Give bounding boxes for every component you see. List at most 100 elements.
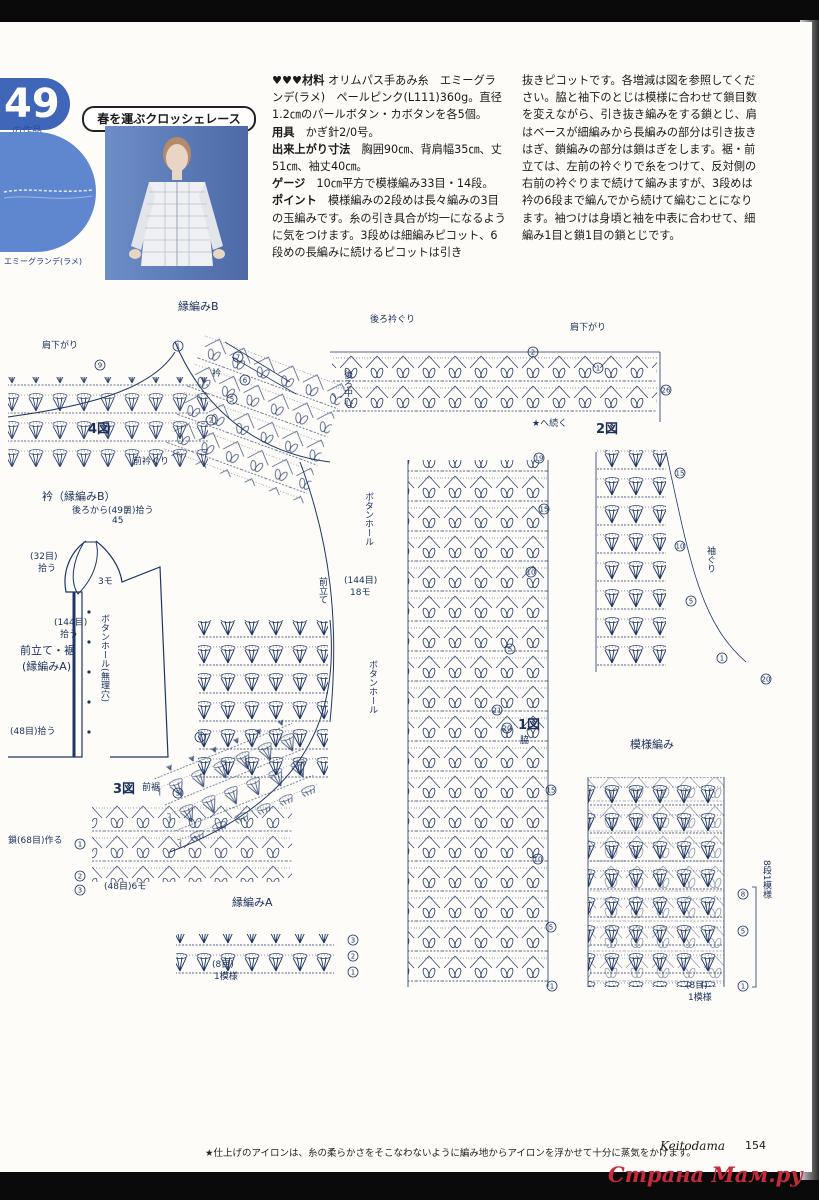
svg-text:19: 19 (535, 455, 544, 463)
tools-text: かぎ針2/0号。 (305, 125, 380, 139)
label-continue-star: ★へ続く (532, 419, 568, 429)
label-pattern-8sts: (8目) (686, 981, 708, 991)
label-armhole: 袖ぐり (705, 546, 715, 573)
label-front-band: 前立て (317, 577, 327, 604)
row-markers (74, 340, 772, 992)
label-schematic-144: (144目) (54, 618, 88, 628)
svg-text:5: 5 (549, 924, 553, 932)
svg-text:15: 15 (676, 470, 685, 478)
label-pattern-stitch: 模様編み (630, 738, 674, 751)
project-number: 49 (0, 78, 70, 130)
materials-text: オリムパス手あみ糸 エミーグランデ(ラメ) ペールピンク(L111)360g。直… (272, 74, 502, 122)
svg-text:21: 21 (493, 707, 502, 715)
svg-text:1: 1 (596, 365, 600, 373)
label-back-neckline: 後ろ衿ぐり (370, 315, 416, 325)
label-count-18: 18モ (350, 588, 371, 598)
label-gauge: ゲージ (272, 177, 306, 191)
label-front-neckline: 前衿ぐり (133, 457, 170, 467)
svg-text:10: 10 (527, 569, 536, 577)
page-number: 154 (745, 1139, 766, 1152)
svg-text:2: 2 (351, 953, 355, 961)
label-schematic-back: 後ろから(49目)拾う (72, 506, 154, 516)
size-text: 胸囲90㎝、背肩幅35㎝、丈51㎝、袖丈40㎝。 (272, 142, 502, 174)
watermark: Страна Мам.ру (608, 1162, 803, 1187)
label-schematic-edging-a: (縁編みA) (22, 660, 72, 673)
yarn-stitch-icon (3, 189, 93, 199)
svg-text:10: 10 (676, 543, 685, 551)
magazine-brand: Keitodama (660, 1139, 725, 1153)
label-edging-a-1repeat: 1模様 (214, 972, 238, 982)
label-fig3: 3図 (113, 782, 136, 797)
svg-text:3: 3 (351, 937, 355, 945)
svg-text:1: 1 (78, 841, 82, 849)
label-edging-b: 縁編みB (178, 300, 219, 313)
model-photo (105, 126, 248, 280)
garment-schematic (8, 540, 169, 758)
label-schematic-32: (32目) (30, 552, 58, 562)
label-buttonhole-1: ボタンホール (363, 492, 373, 546)
label-schematic-pickup-1: 拾う (38, 564, 57, 574)
svg-text:3: 3 (78, 887, 82, 895)
label-point: ポイント (272, 194, 317, 208)
label-side: 脇 (520, 736, 530, 746)
label-edging-a: 縁編みA (232, 896, 273, 909)
label-48-6mo: (48目)6モ (104, 882, 147, 892)
label-schematic-front: 前立て・裾 (20, 644, 75, 657)
label-schematic-title: 衿（縁編みB） (42, 490, 116, 503)
label-pattern-1repeat: 1模様 (688, 993, 712, 1003)
svg-text:2: 2 (531, 349, 535, 357)
label-shoulder-slope-left: 肩下がり (42, 341, 79, 351)
label-count-144: (144目) (344, 576, 378, 586)
label-collar: 衿 (212, 369, 222, 379)
point-text: 模様編みの2段めは長々編みの3目の玉編みです。糸の引き具合が均一になるように気を… (272, 194, 506, 260)
label-tools: 用具 (272, 125, 295, 139)
label-schematic-3mo: 3モ (98, 577, 113, 587)
label-schematic-48: (48目)拾う (10, 727, 56, 737)
svg-text:6: 6 (243, 377, 248, 385)
magazine-page: 49 の作品 エミーグランデ(ラメ) 春を運ぶクロッシェレース (0, 22, 812, 1172)
svg-text:26: 26 (662, 387, 671, 395)
label-schematic-45: 45 (112, 516, 124, 526)
svg-text:8: 8 (741, 891, 745, 899)
label-back-center: 後ろ中心 (342, 370, 352, 406)
label-8rows-1repeat: 8段1模様 (761, 860, 771, 899)
project-number-suffix: の作品 (12, 122, 42, 137)
svg-text:5: 5 (230, 396, 234, 404)
svg-text:9: 9 (98, 362, 102, 370)
label-shoulder-slope-right: 肩下がり (570, 323, 607, 333)
label-buttonhole-2: ボタンホール (367, 660, 377, 714)
label-fig1: 1図 (518, 718, 541, 733)
label-schematic-buttonhole: ボタンホール(無理穴) (99, 614, 109, 703)
footer-note: ★仕上げのアイロンは、糸の柔らかさをそこなわないように編み地からアイロンを浮かせ… (205, 1148, 696, 1159)
label-schematic-7: 7 (124, 507, 130, 517)
svg-text:5: 5 (508, 646, 512, 654)
gauge-text: 10㎝平方で模様編み33目・14段。 (316, 177, 494, 191)
yarn-label: エミーグランデ(ラメ) (4, 257, 83, 266)
yarn-swatch (0, 132, 96, 252)
point-text-cont: 抜きピコットです。各増減は図を参照してください。脇と袖下のとじは模様に合わせて鎖… (522, 74, 757, 242)
model-illustration (105, 126, 248, 280)
label-schematic-pickup-2: 拾う (60, 630, 79, 640)
label-size: 出来上がり寸法 (272, 142, 351, 156)
svg-text:1: 1 (741, 983, 745, 991)
svg-text:15: 15 (547, 787, 556, 795)
svg-text:5: 5 (741, 928, 745, 936)
instructions-col-2: 抜きピコットです。各増減は図を参照してください。脇と袖下のとじは模様に合わせて鎖… (522, 72, 758, 244)
label-materials: ♥♥♥材料 (272, 74, 325, 87)
svg-text:1: 1 (720, 655, 724, 663)
svg-text:20: 20 (762, 676, 771, 684)
svg-text:15: 15 (540, 506, 549, 514)
svg-text:5: 5 (689, 598, 693, 606)
svg-text:7: 7 (236, 354, 240, 362)
svg-text:5: 5 (176, 790, 180, 798)
svg-text:10: 10 (534, 856, 543, 864)
label-fig4: 4図 (88, 422, 111, 437)
svg-text:2: 2 (209, 417, 213, 425)
svg-text:20: 20 (503, 725, 512, 733)
svg-text:1: 1 (550, 983, 554, 991)
svg-text:2: 2 (78, 873, 82, 881)
label-edging-a-8sts: (8目) (212, 960, 234, 970)
svg-text:1: 1 (176, 343, 180, 351)
